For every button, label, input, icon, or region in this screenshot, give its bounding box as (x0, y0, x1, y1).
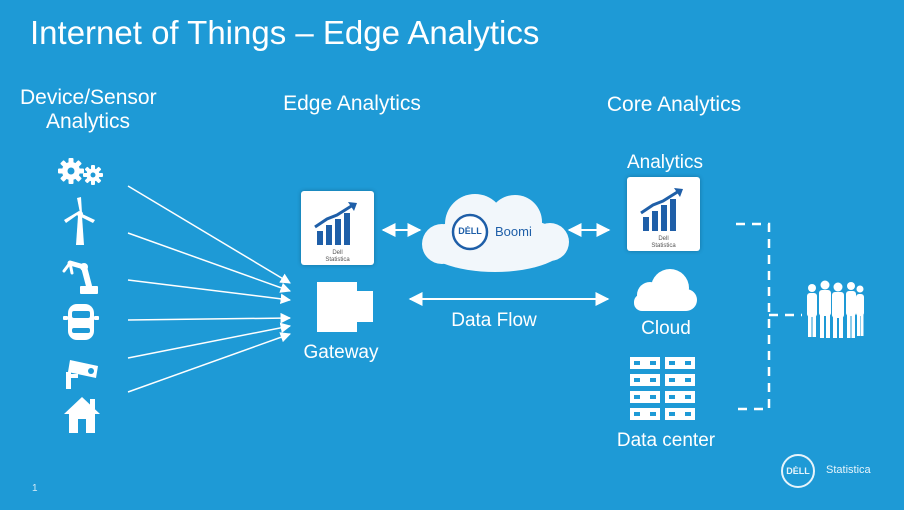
device-sensor-header: Device/Sensor Analytics (20, 86, 157, 133)
boomi-dell-logo: DĖLL (458, 226, 482, 236)
edge-analytics-header: Edge Analytics (283, 92, 421, 115)
slide-title: Internet of Things – Edge Analytics (30, 14, 540, 51)
page-number: 1 (32, 483, 38, 494)
growth-chart-icon (640, 188, 683, 231)
edge-statistica-tile: Dell Statistica (301, 191, 374, 265)
wind-turbine-icon (64, 197, 95, 245)
security-camera-icon (66, 360, 98, 389)
tile-logo-line2: Statistica (325, 257, 350, 263)
arrow-turbine-to-gateway (127, 232, 291, 293)
tile-logo-line1: Dell (332, 250, 343, 256)
home-icon (64, 397, 100, 433)
gateway-label: Gateway (303, 342, 379, 363)
data-center-icon (630, 357, 695, 420)
car-icon (63, 304, 99, 340)
arrow-home-to-gateway (127, 332, 291, 393)
gears-icon (58, 158, 103, 185)
tile-logo-line2: Statistica (651, 243, 676, 249)
boomi-cloud-icon (422, 194, 569, 272)
arrow-gears-to-gateway (127, 185, 291, 284)
robot-arm-icon (62, 260, 98, 294)
arrow-robot-to-gateway (127, 279, 292, 305)
data-flow-label: Data Flow (451, 310, 537, 331)
arrow-car-to-gateway (127, 312, 292, 324)
core-analytics-header: Core Analytics (606, 93, 742, 116)
people-group-icon (807, 280, 864, 338)
cloud-label: Cloud (641, 318, 691, 339)
arrow-camera-to-gateway (127, 322, 292, 359)
core-statistica-tile: Dell Statistica (627, 177, 700, 251)
data-center-label: Data center (616, 430, 716, 451)
dashed-connector (733, 222, 802, 411)
tile-logo-line1: Dell (658, 236, 669, 242)
gateway-icon (317, 282, 373, 332)
boomi-name: Boomi (495, 224, 532, 239)
dell-logo-text: DĖLL (786, 466, 810, 476)
cloud-icon (634, 269, 697, 311)
dell-logo-icon (781, 454, 815, 488)
growth-chart-icon (314, 202, 357, 245)
core-analytics-label: Analytics (626, 152, 704, 173)
brand-name: Statistica (826, 464, 871, 476)
